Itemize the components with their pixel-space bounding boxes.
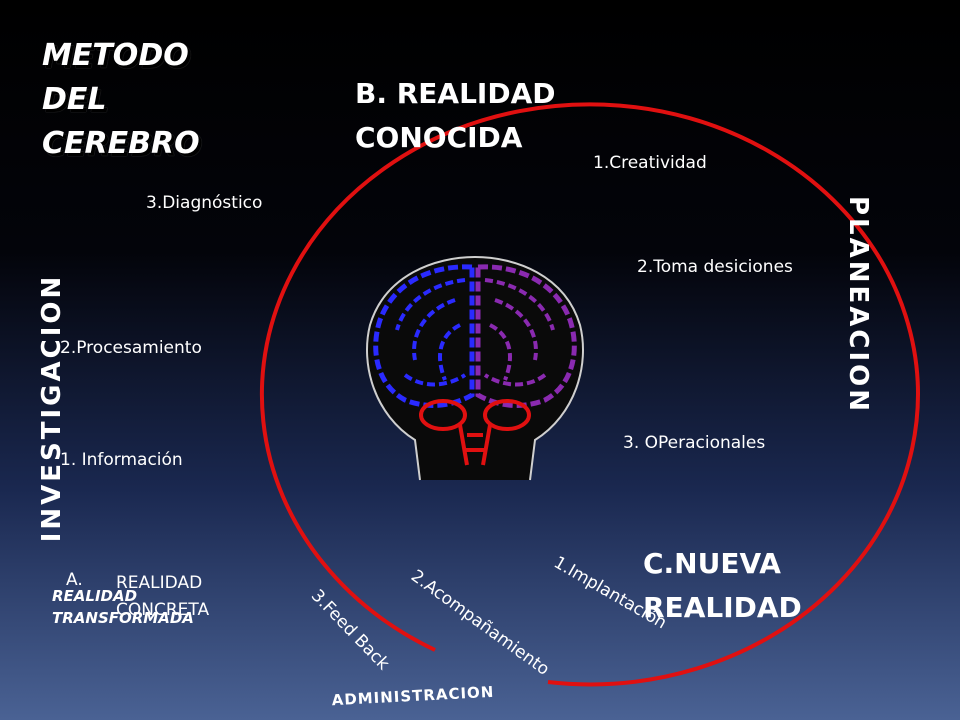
realidad-concreta-label: REALIDAD CONCRETA bbox=[116, 573, 210, 620]
investigacion-step-1: 1. Información bbox=[60, 450, 183, 470]
cerebellum bbox=[419, 399, 531, 466]
left-hemisphere bbox=[373, 264, 475, 408]
planeacion-step-1: 1.Creatividad bbox=[593, 153, 707, 173]
investigacion-step-2: 2.Procesamiento bbox=[60, 338, 202, 358]
realidad-transformada-label: REALIDAD TRANSFORMADA bbox=[52, 587, 194, 627]
planeacion-step-3: 3. OPeracionales bbox=[623, 433, 766, 453]
investigacion-label: INVESTIGACION bbox=[37, 273, 67, 543]
page-title: METODO DEL CEREBRO bbox=[42, 38, 200, 161]
right-hemisphere bbox=[475, 264, 577, 408]
cycle-arc bbox=[259, 102, 920, 687]
brain-illustration bbox=[366, 255, 584, 481]
nueva-realidad-label: C.NUEVA REALIDAD bbox=[643, 547, 802, 624]
realidad-conocida-label: B. REALIDAD CONOCIDA bbox=[355, 77, 556, 154]
investigacion-step-3: 3.Diagnóstico bbox=[146, 193, 263, 213]
planeacion-step-2: 2.Toma desiciones bbox=[637, 257, 793, 277]
realidad-concreta-prefix: A. bbox=[66, 570, 83, 590]
planeacion-label: PLANEACION bbox=[843, 195, 873, 415]
